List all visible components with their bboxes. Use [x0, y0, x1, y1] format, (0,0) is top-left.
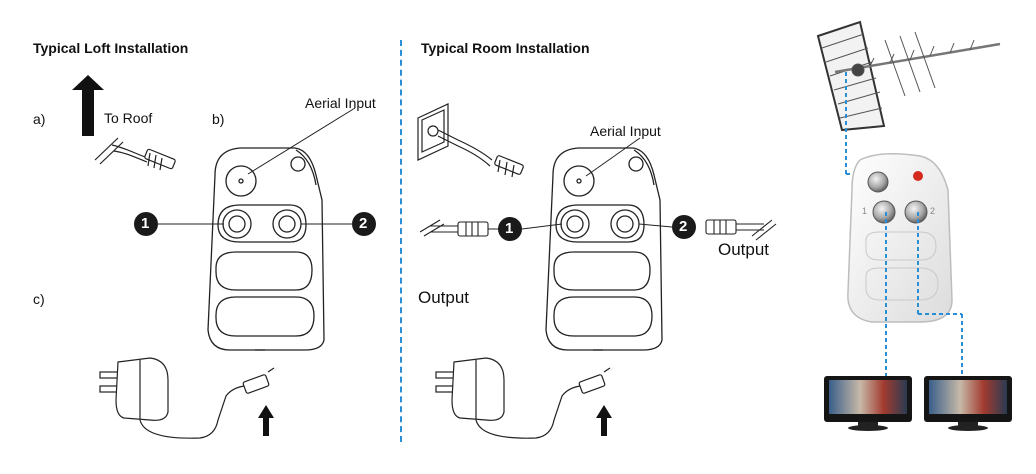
room-output-right-plug [705, 219, 777, 241]
photo-amplifier [847, 153, 953, 323]
tv-2-icon [924, 376, 1012, 431]
loft-port1-number: 1 [141, 215, 150, 232]
loft-port1-badge [134, 212, 158, 236]
photo-port2-number: 2 [930, 206, 936, 216]
panel-divider [400, 40, 402, 442]
loft-aerial-input-label: Aerial Input [305, 95, 376, 111]
room-amplifier [545, 147, 663, 351]
loft-amplifier [207, 147, 325, 351]
wall-socket [417, 103, 524, 178]
room-power-arrow-icon [596, 405, 612, 436]
tv-1-icon [824, 376, 912, 431]
room-port1-number: 1 [505, 220, 514, 237]
up-arrow-icon [72, 75, 104, 136]
photo-port1-number: 1 [862, 206, 868, 216]
loft-port2-badge [352, 212, 376, 236]
room-aerial-input-label: Aerial Input [590, 123, 661, 139]
room-port1-badge [498, 217, 522, 241]
room-port2-number: 2 [679, 218, 688, 235]
step-a-label: a) [33, 111, 46, 127]
room-port1-leader [521, 223, 563, 230]
loft-power-adapter [99, 357, 275, 439]
loft-heading: Typical Loft Installation [33, 40, 189, 56]
loft-aerial-leader [247, 107, 356, 175]
loft-port2-number: 2 [359, 215, 368, 232]
room-output-left-label: Output [418, 288, 470, 307]
room-aerial-leader [585, 137, 641, 177]
room-output-left-plug [419, 219, 489, 237]
step-c-label: c) [33, 291, 45, 307]
room-output-right-label: Output [718, 240, 770, 259]
roof-cable [94, 137, 176, 171]
room-port2-badge [672, 215, 696, 239]
aerial-antenna [816, 20, 1001, 132]
room-port2-leader [638, 223, 673, 228]
to-roof-label: To Roof [104, 110, 153, 126]
loft-power-arrow-icon [258, 405, 274, 436]
room-power-adapter [435, 357, 611, 439]
room-heading: Typical Room Installation [421, 40, 590, 56]
step-b-label: b) [212, 111, 225, 127]
